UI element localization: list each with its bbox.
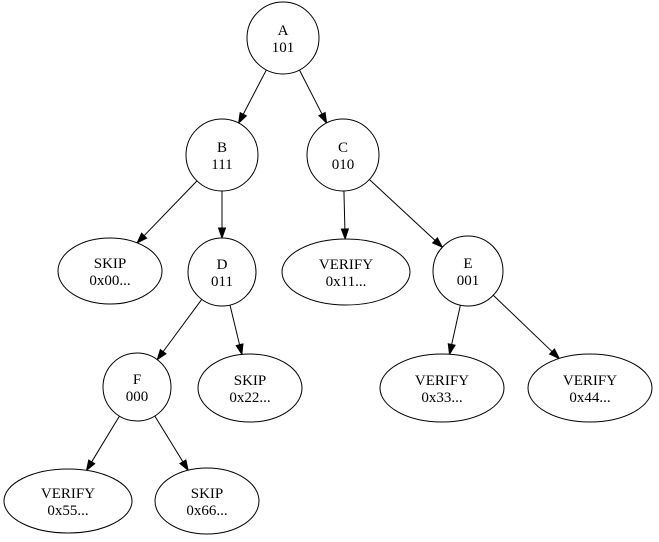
arrowhead-icon — [85, 459, 96, 472]
node-SKIP-0x00-value: 0x00... — [89, 273, 130, 289]
edge-F-to-VERIFY-0x55 — [85, 415, 120, 472]
edge-line — [154, 415, 184, 462]
node-B-label: B — [217, 140, 227, 156]
arrowhead-icon — [136, 232, 148, 244]
edge-line — [91, 415, 120, 463]
edge-B-to-D — [217, 191, 227, 240]
node-SKIP-0x22-shape — [197, 353, 303, 423]
node-VERIFY-0x55: VERIFY0x55... — [3, 468, 133, 534]
edge-line — [492, 294, 553, 352]
node-SKIP-0x22-label: SKIP — [234, 373, 267, 389]
arrowhead-icon — [431, 236, 444, 249]
arrowhead-icon — [447, 343, 456, 356]
node-SKIP-0x66-value: 0x66... — [186, 503, 227, 519]
node-VERIFY-0x55-label: VERIFY — [41, 486, 95, 502]
node-VERIFY-0x44: VERIFY0x44... — [527, 353, 653, 423]
node-B-shape — [185, 118, 259, 192]
arrowhead-icon — [237, 111, 248, 125]
edge-E-to-VERIFY-0x44 — [492, 294, 561, 360]
node-SKIP-0x00: SKIP0x00... — [57, 237, 163, 305]
node-D-label: D — [217, 257, 228, 273]
edge-line — [229, 304, 241, 345]
node-B-value: 111 — [211, 157, 232, 173]
node-E-shape — [432, 235, 504, 307]
node-VERIFY-0x11-label: VERIFY — [319, 257, 373, 273]
arrowhead-icon — [548, 348, 561, 360]
node-VERIFY-0x44-value: 0x44... — [569, 390, 610, 406]
node-E-value: 001 — [457, 273, 480, 289]
edge-line — [369, 179, 436, 241]
arrowhead-icon — [235, 343, 244, 356]
node-VERIFY-0x11: VERIFY0x11... — [281, 238, 411, 306]
edge-line — [298, 69, 323, 115]
node-SKIP-0x66-shape — [154, 467, 260, 535]
edge-A-to-C — [298, 69, 328, 125]
edge-C-to-E — [369, 179, 444, 249]
edge-C-to-VERIFY-0x11 — [340, 190, 350, 241]
node-VERIFY-0x33-value: 0x33... — [421, 390, 462, 406]
node-VERIFY-0x33-label: VERIFY — [415, 373, 469, 389]
node-SKIP-0x66-label: SKIP — [191, 486, 224, 502]
node-C-shape — [306, 118, 380, 192]
node-E-label: E — [463, 256, 472, 272]
node-C-value: 010 — [332, 157, 355, 173]
edge-A-to-B — [237, 69, 267, 125]
node-SKIP-0x22: SKIP0x22... — [197, 353, 303, 423]
node-VERIFY-0x44-label: VERIFY — [563, 373, 617, 389]
edge-line — [143, 180, 198, 237]
node-D-value: 011 — [211, 274, 233, 290]
node-VERIFY-0x55-shape — [3, 468, 133, 534]
node-F-value: 000 — [126, 389, 149, 405]
edge-line — [242, 69, 267, 115]
node-C-label: C — [338, 140, 348, 156]
edge-line — [451, 305, 461, 345]
node-VERIFY-0x33-shape — [379, 353, 505, 423]
node-SKIP-0x00-shape — [57, 237, 163, 305]
edge-F-to-SKIP-0x66 — [154, 415, 189, 472]
node-VERIFY-0x33: VERIFY0x33... — [379, 353, 505, 423]
node-A-shape — [246, 1, 320, 75]
node-VERIFY-0x11-shape — [281, 238, 411, 306]
node-D-shape — [187, 237, 257, 307]
node-A-label: A — [278, 23, 289, 39]
arrowhead-icon — [217, 227, 227, 240]
node-SKIP-0x66: SKIP0x66... — [154, 467, 260, 535]
node-SKIP-0x22-value: 0x22... — [229, 390, 270, 406]
edge-D-to-F — [156, 299, 203, 361]
edge-E-to-VERIFY-0x33 — [447, 305, 461, 356]
arrowhead-icon — [156, 348, 167, 361]
node-F-shape — [102, 352, 172, 422]
node-VERIFY-0x44-shape — [527, 353, 653, 423]
arrowhead-icon — [179, 459, 189, 472]
edge-D-to-SKIP-0x22 — [229, 304, 244, 356]
node-SKIP-0x00-label: SKIP — [94, 256, 127, 272]
node-VERIFY-0x55-value: 0x55... — [47, 503, 88, 519]
node-F-label: F — [133, 372, 141, 388]
node-VERIFY-0x11-value: 0x11... — [326, 274, 367, 290]
edge-line — [343, 190, 346, 230]
arrowhead-icon — [318, 111, 328, 125]
node-A-value: 101 — [272, 40, 295, 56]
edge-B-to-SKIP-0x00 — [136, 180, 198, 244]
edge-line — [162, 299, 203, 352]
arrowhead-icon — [340, 228, 350, 241]
